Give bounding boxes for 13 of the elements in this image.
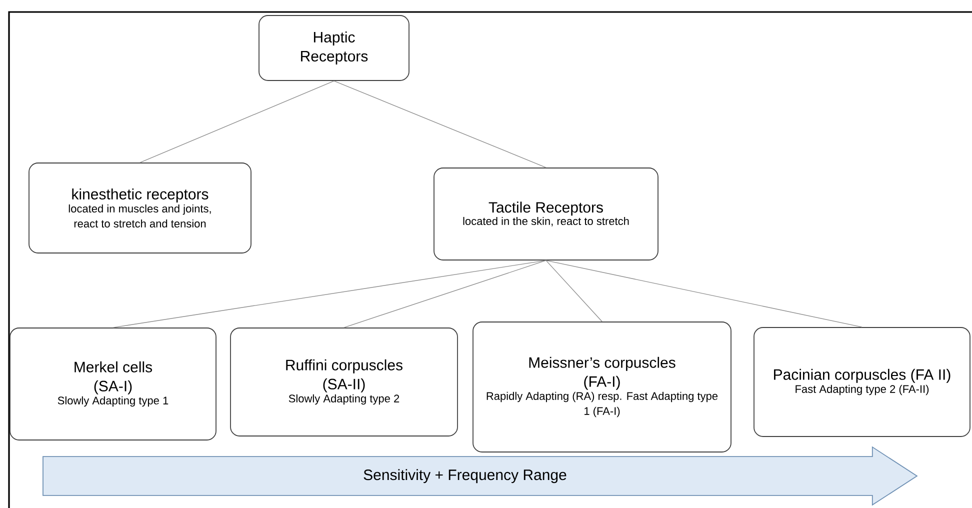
connector-line [112,260,546,328]
connector-line [344,260,546,328]
connector-line [546,260,862,328]
receptor-box: kinesthetic receptors located in muscles and joints, react to stretch and tension [28,162,252,254]
receptor-box: Ruffini corpuscles (SA-II) Slowly Adapting type 2 [230,328,458,436]
connector-line [334,80,546,168]
receptor-box: Meissner’s corpuscles (FA-I) Rapidly Adapting (RA) resp. Fast Adapting type 1 (FA-I) [472,322,732,452]
receptor-box: Merkel cells (SA-I) Slowly Adapting type 1 [10,328,216,440]
connector-line [140,80,334,163]
receptor-box: Tactile Receptors located in the skin, react to stretch [434,168,658,260]
receptor-box: Haptic Receptors [258,15,410,81]
receptor-box: Pacinian corpuscles (FA II) Fast Adapting type 2 (FA-II) [754,327,970,437]
connector-line [546,260,602,322]
